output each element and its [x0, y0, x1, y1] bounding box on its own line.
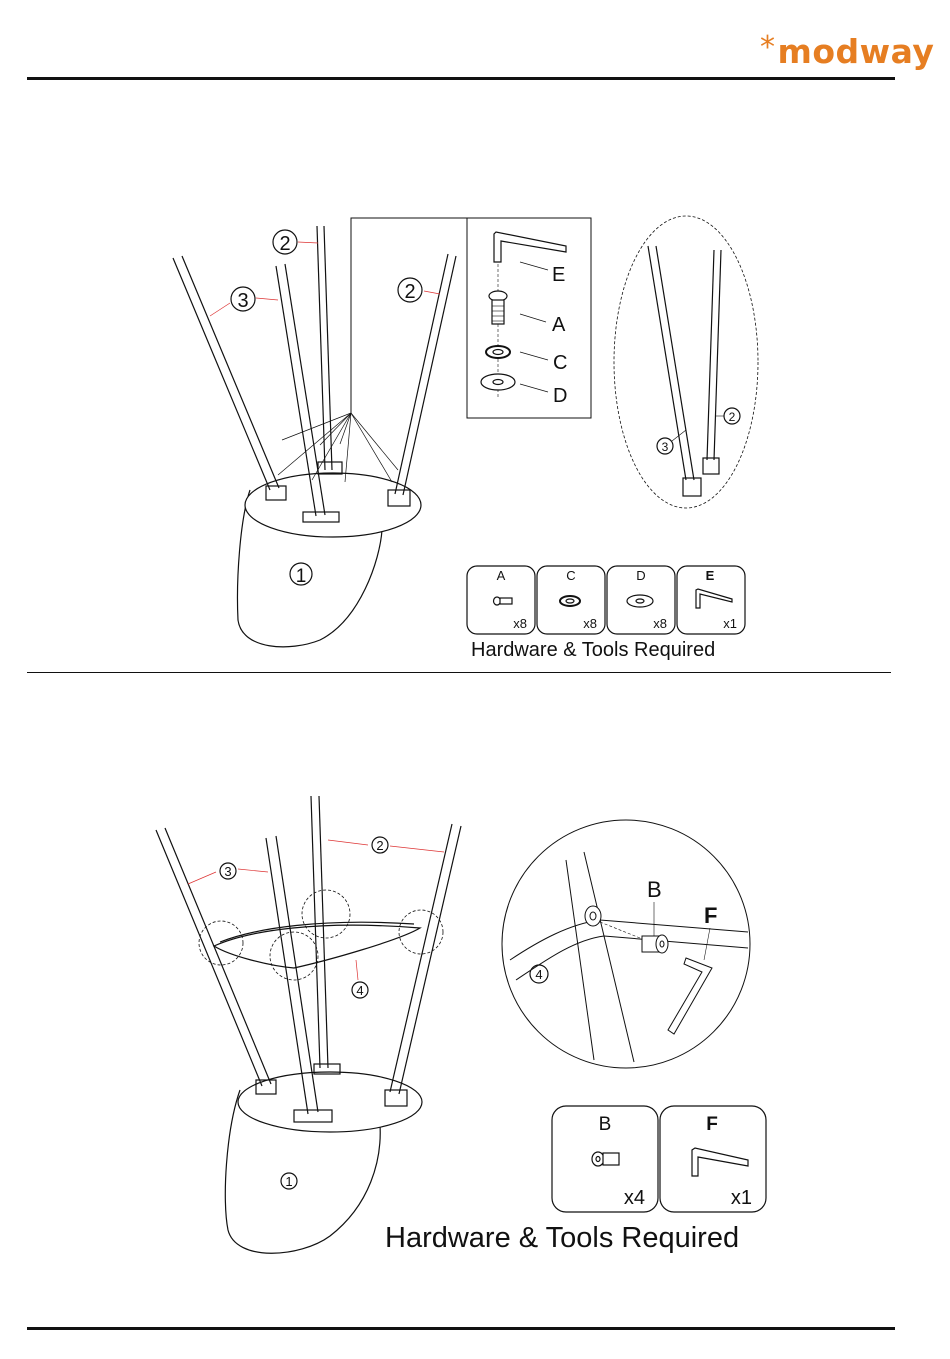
- part-label-leg: 3: [237, 290, 248, 312]
- hardware-qty: x1: [723, 616, 737, 631]
- flat-washer-icon: [481, 374, 515, 390]
- allen-key-icon: [692, 1148, 748, 1176]
- part-label-leg: 3: [224, 864, 231, 879]
- detail-label-b: B: [647, 877, 662, 902]
- leg-detail: [648, 246, 721, 496]
- hardware-code: C: [566, 568, 575, 583]
- detail-label-e: E: [552, 264, 565, 286]
- lock-washer-icon: [486, 346, 510, 358]
- part-label-leg: 2: [279, 233, 290, 255]
- step1-diagram: [173, 216, 758, 647]
- leg: [173, 256, 279, 490]
- leader-line: [520, 262, 548, 270]
- seat-shell: [238, 473, 422, 647]
- bolt-icon: [642, 935, 668, 953]
- leg: [156, 828, 271, 1086]
- hardware-qty: x8: [583, 616, 597, 631]
- allen-key-icon: [696, 589, 732, 608]
- part-label-seat: 1: [296, 566, 307, 587]
- part-label-leg: 2: [404, 281, 415, 303]
- part-label-seat: 1: [285, 1174, 292, 1189]
- detail-label-d: D: [553, 385, 567, 407]
- leader-line: [520, 384, 548, 392]
- step2-diagram: [156, 796, 766, 1253]
- leader-line: [520, 352, 548, 360]
- leg: [390, 824, 461, 1094]
- leader-line: [520, 314, 546, 322]
- hardware-code: A: [497, 568, 506, 583]
- lock-washer-icon: [560, 596, 580, 606]
- part-label-ring: 4: [535, 967, 542, 982]
- connection-detail-circle: [502, 820, 750, 1068]
- connection-detail: [510, 852, 748, 1062]
- flat-washer-icon: [627, 595, 653, 607]
- allen-key-icon: [494, 232, 566, 262]
- bolt-icon: [489, 291, 507, 324]
- part-label-leg: 2: [729, 410, 736, 424]
- detail-label-f: F: [704, 903, 717, 928]
- hardware-title-step1: Hardware & Tools Required: [471, 639, 715, 662]
- allen-key-icon: [668, 958, 712, 1034]
- hardware-title-step2: Hardware & Tools Required: [385, 1222, 739, 1255]
- hardware-qty: x8: [653, 616, 667, 631]
- leg: [317, 226, 332, 470]
- hardware-code: F: [706, 1114, 718, 1135]
- hardware-code: B: [599, 1114, 612, 1135]
- part-label-leg: 2: [376, 838, 383, 853]
- hardware-qty: x4: [624, 1187, 645, 1209]
- leg: [311, 796, 328, 1068]
- detail-circle: [302, 890, 350, 938]
- hardware-code: D: [636, 568, 645, 583]
- detail-label-a: A: [552, 314, 566, 336]
- detail-label-c: C: [553, 352, 567, 374]
- detail-ellipse: [614, 216, 758, 508]
- bolt-icon: [592, 1152, 619, 1166]
- hardware-qty: x8: [513, 616, 527, 631]
- hardware-strip: [467, 566, 745, 634]
- leader-fan: [278, 413, 398, 482]
- part-label-leg: 3: [662, 440, 669, 454]
- hardware-qty: x1: [731, 1187, 752, 1209]
- part-label-ring: 4: [356, 983, 363, 998]
- bolt-icon: [494, 597, 513, 605]
- hardware-code: E: [706, 568, 715, 583]
